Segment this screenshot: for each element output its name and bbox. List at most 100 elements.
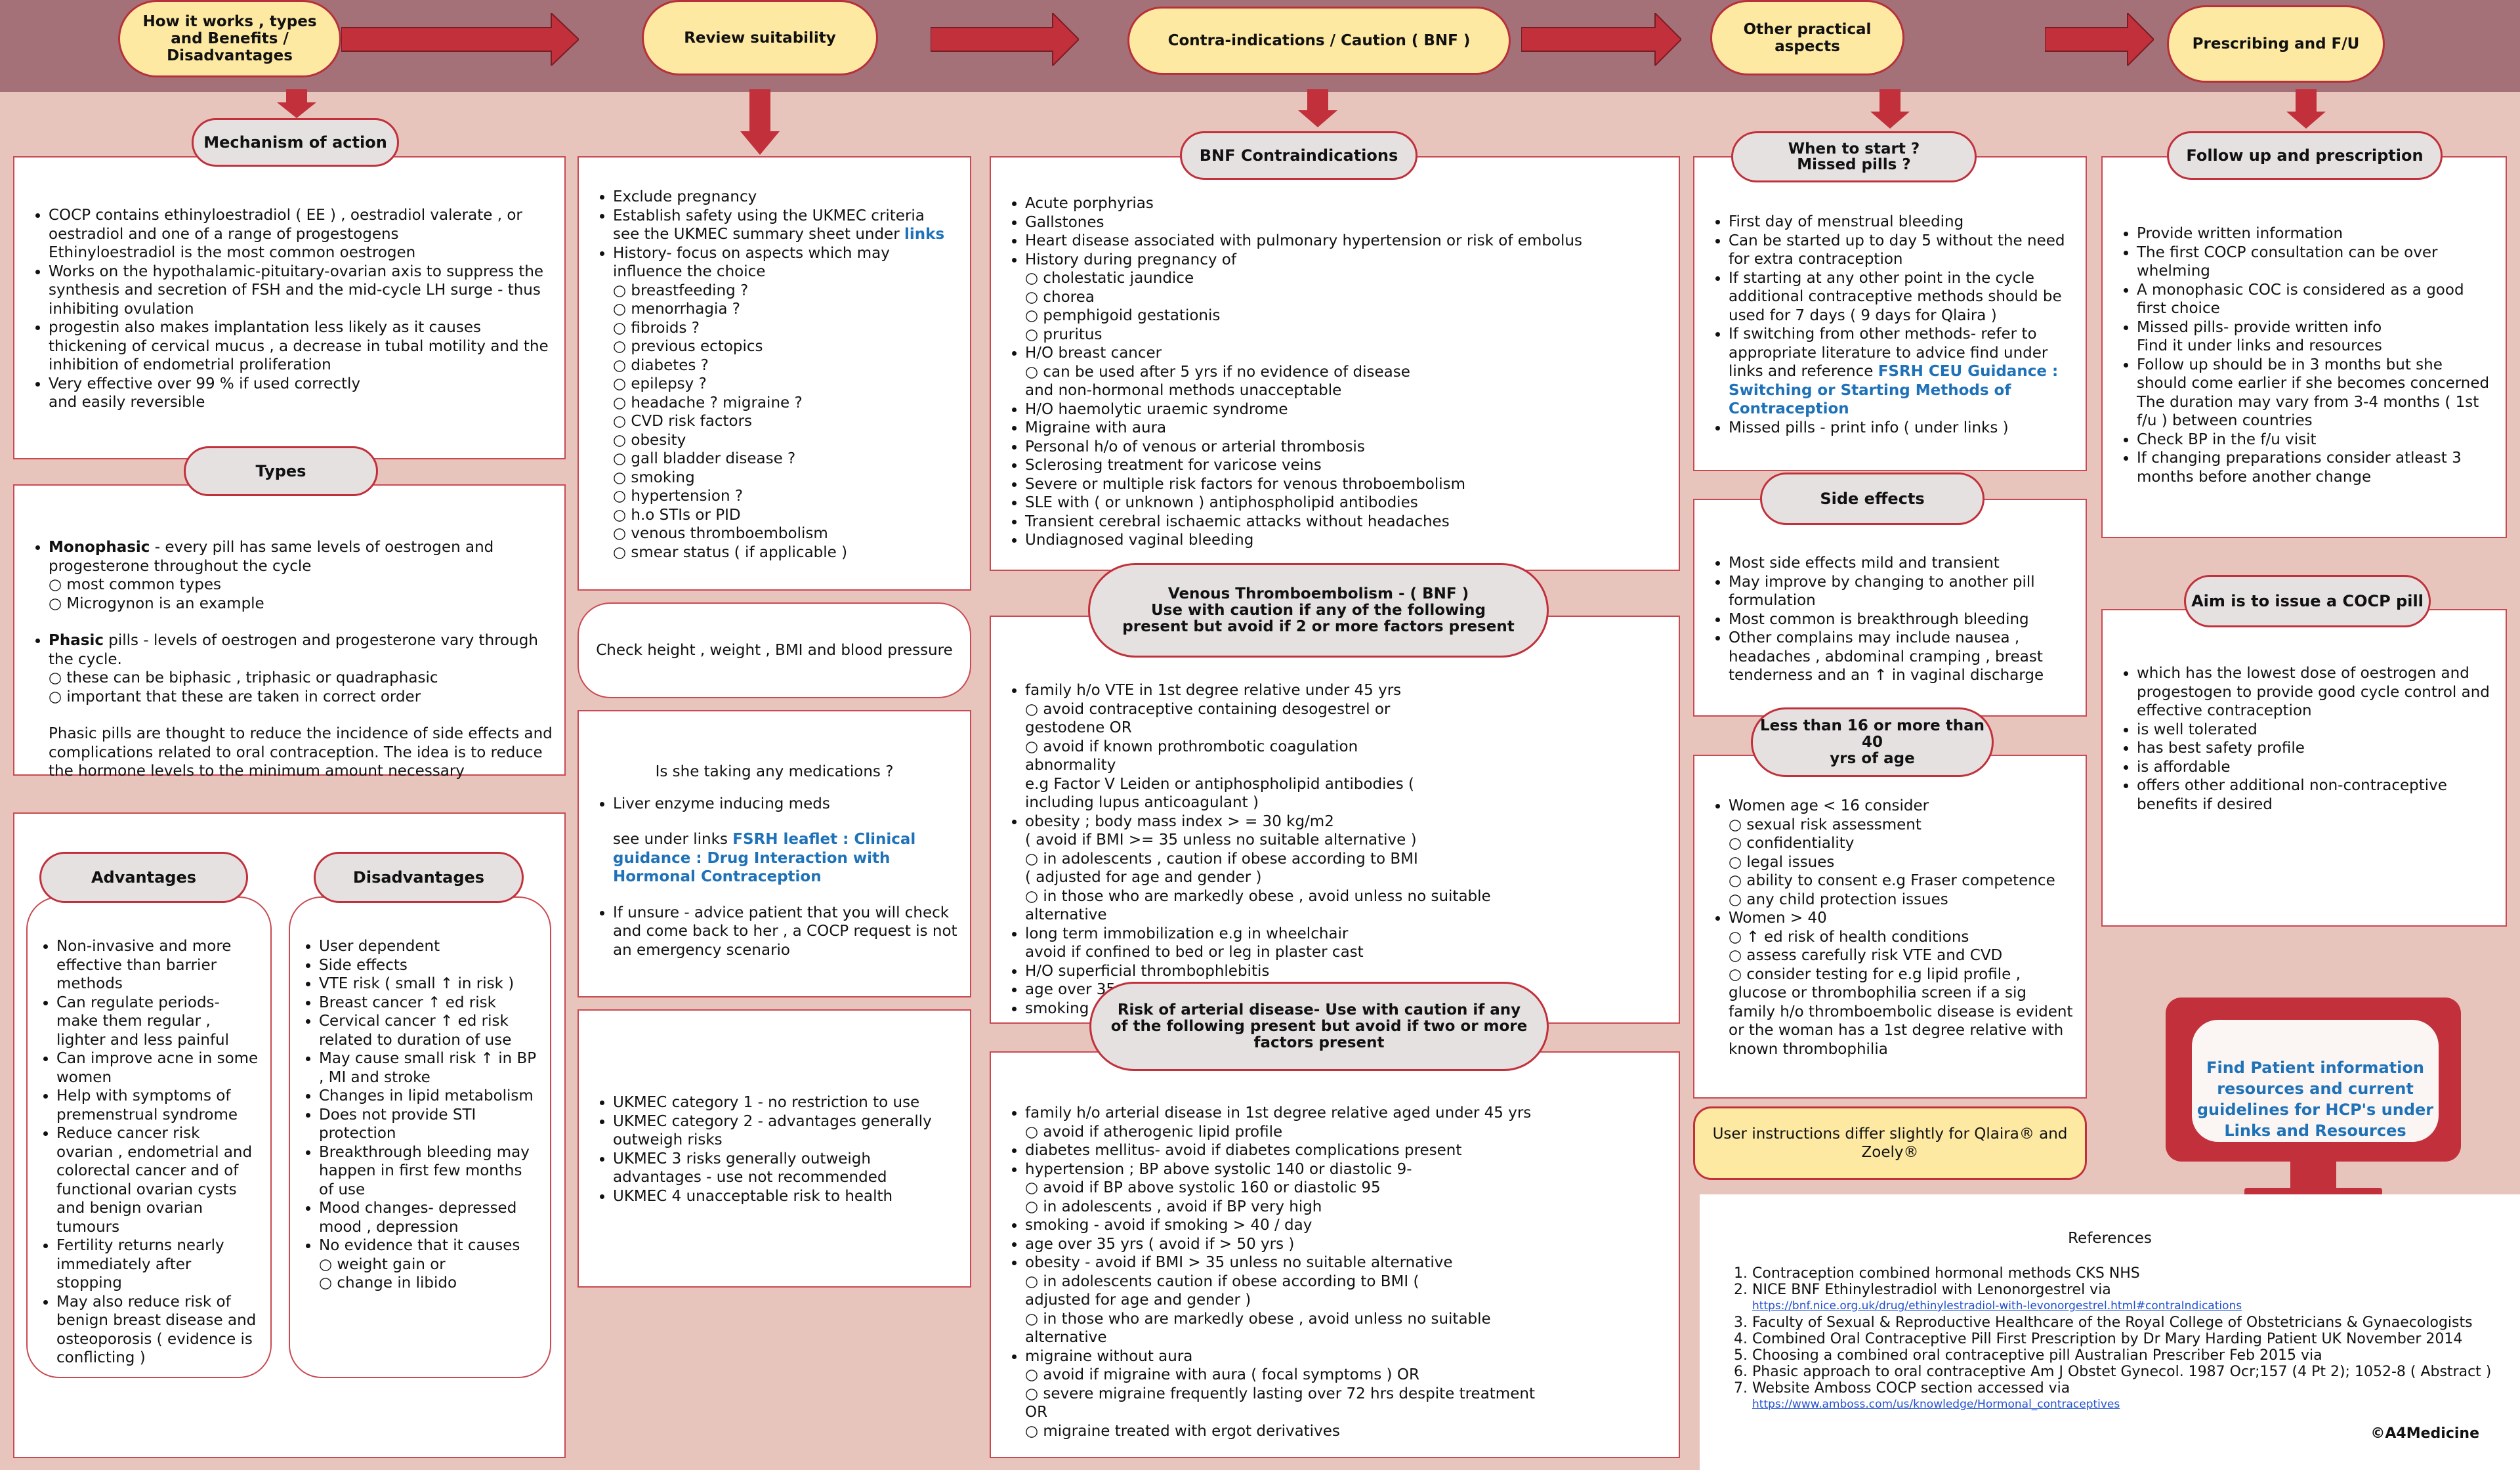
list-item: SLE with ( or unknown ) antiphospholipid… bbox=[1025, 494, 1667, 513]
list-item: Fertility returns nearly immediately aft… bbox=[56, 1236, 261, 1293]
list-item: Most common is breakthrough bleeding bbox=[1729, 610, 2074, 629]
list-item: If unsure - advice patient that you will… bbox=[613, 904, 958, 960]
phasic-text: pills - levels of oestrogen and progeste… bbox=[49, 632, 538, 668]
suitability-list: Exclude pregnancy Establish safety using… bbox=[591, 188, 958, 562]
medications-question: Is she taking any medications ? bbox=[655, 763, 894, 780]
list-item: smear status ( if applicable ) bbox=[613, 543, 958, 562]
list-item: Migraine with aura bbox=[1025, 419, 1667, 438]
vte-list: family h/o VTE in 1st degree relative un… bbox=[1003, 681, 1491, 1018]
list-item: Women > 40 ↑ ed risk of health condition… bbox=[1729, 909, 2074, 1059]
list-item: chorea bbox=[1025, 288, 1667, 307]
amboss-url-link[interactable]: https://www.amboss.com/us/knowledge/Horm… bbox=[1752, 1398, 2120, 1411]
vte-obesity-text: obesity ; body mass index > = 30 kg/m2 (… bbox=[1025, 812, 1417, 849]
list-item: H/O breast cancer can be used after 5 yr… bbox=[1025, 344, 1667, 400]
vte-title: Venous Thromboembolism - ( BNF ) Use wit… bbox=[1088, 563, 1549, 658]
list-item: Transient cerebral ischaemic attacks wit… bbox=[1025, 513, 1667, 532]
list-item: avoid if BP above systolic 160 or diasto… bbox=[1025, 1179, 1550, 1198]
when-box: First day of menstrual bleeding Can be s… bbox=[1693, 156, 2087, 471]
list-item: cholestatic jaundice bbox=[1025, 269, 1667, 288]
list-item: UKMEC category 2 - advantages generally … bbox=[613, 1112, 958, 1150]
list-item: Website Amboss COCP section accessed via… bbox=[1752, 1380, 2520, 1413]
list-item: Missed pills- provide written info Find … bbox=[2137, 318, 2494, 356]
bnf-url-link[interactable]: https://bnf.nice.org.uk/drug/ethinylestr… bbox=[1752, 1299, 2242, 1312]
unsure-list: If unsure - advice patient that you will… bbox=[591, 904, 958, 960]
list-item: CVD risk factors bbox=[613, 412, 958, 431]
mechanism-list: COCP contains ethinyloestradiol ( EE ) ,… bbox=[26, 206, 553, 412]
step-review-suitability[interactable]: Review suitability bbox=[642, 0, 878, 75]
migraine-text: migraine without aura bbox=[1025, 1347, 1193, 1365]
list-item: Can regulate periods- make them regular … bbox=[56, 994, 261, 1050]
list-item: Women age < 16 consider sexual risk asse… bbox=[1729, 797, 2074, 909]
list-item: H/O haemolytic uraemic syndrome bbox=[1025, 400, 1667, 419]
list-item: Monophasic - every pill has same levels … bbox=[49, 538, 553, 613]
list-item: Phasic approach to oral contraceptive Am… bbox=[1752, 1364, 2520, 1380]
list-item: ability to consent e.g Fraser competence bbox=[1729, 872, 2074, 891]
list-item: Combined Oral Contraceptive Pill First P… bbox=[1752, 1331, 2520, 1347]
mechanism-title: Mechanism of action bbox=[192, 118, 399, 167]
list-item: Changes in lipid metabolism bbox=[319, 1087, 541, 1106]
side-effects-box: Most side effects mild and transient May… bbox=[1693, 499, 2087, 717]
list-item: sexual risk assessment bbox=[1729, 816, 2074, 835]
links-link[interactable]: links bbox=[904, 226, 945, 243]
list-item: If switching from other methods- refer t… bbox=[1729, 325, 2074, 419]
history-pregnancy-text: History during pregnancy of bbox=[1025, 251, 1236, 268]
list-item: diabetes ? bbox=[613, 356, 958, 375]
list-item: Most side effects mild and transient bbox=[1729, 554, 2074, 573]
step-contra-indications[interactable]: Contra-indications / Caution ( BNF ) bbox=[1127, 7, 1511, 75]
list-item: in those who are markedly obese , avoid … bbox=[1025, 1310, 1576, 1347]
aim-title: Aim is to issue a COCP pill bbox=[2184, 575, 2431, 627]
history-text: History- focus on aspects which may infl… bbox=[613, 244, 890, 281]
fsrh-leaflet-link[interactable]: FSRH leaflet : Clinical guidance : Drug … bbox=[613, 831, 916, 885]
list-item: History during pregnancy of cholestatic … bbox=[1025, 251, 1667, 345]
list-item: smoking bbox=[1025, 999, 1419, 1018]
list-item: previous ectopics bbox=[613, 337, 958, 356]
arrow-down-icon bbox=[2286, 89, 2326, 129]
fsrh-switching-link[interactable]: FSRH CEU Guidance : Switching or Startin… bbox=[1729, 363, 2059, 417]
step-how-it-works[interactable]: How it works , types and Benefits / Disa… bbox=[118, 0, 341, 77]
list-item: has best safety profile bbox=[2137, 739, 2494, 758]
list-item: Liver enzyme inducing meds bbox=[613, 795, 958, 814]
age-title: Less than 16 or more than 40 yrs of age bbox=[1751, 707, 1994, 777]
medications-box: Is she taking any medications ? Liver en… bbox=[578, 710, 971, 998]
list-item: May cause small risk ↑ in BP , MI and st… bbox=[319, 1049, 541, 1087]
list-item: ↑ ed risk of health conditions bbox=[1729, 928, 2074, 947]
list-item: Check BP in the f/u visit bbox=[2137, 430, 2494, 450]
advantages-list: Non-invasive and more effective than bar… bbox=[37, 937, 261, 1368]
hypertension-text: hypertension ; BP above systolic 140 or … bbox=[1025, 1160, 1412, 1178]
list-item: assess carefully risk VTE and CVD bbox=[1729, 946, 2074, 965]
step-other-practical[interactable]: Other practical aspects bbox=[1710, 0, 1904, 75]
medications-list: Liver enzyme inducing meds bbox=[591, 795, 958, 814]
list-item: avoid if atherogenic lipid profile bbox=[1025, 1123, 1550, 1142]
list-item: Provide written information bbox=[2137, 224, 2494, 243]
ukmec-box: UKMEC category 1 - no restriction to use… bbox=[578, 1009, 971, 1288]
list-item: May improve by changing to another pill … bbox=[1729, 573, 2074, 610]
ukmec-list: UKMEC category 1 - no restriction to use… bbox=[591, 1093, 958, 1206]
aim-box: which has the lowest dose of oestrogen a… bbox=[2101, 609, 2507, 927]
list-item: May also reduce risk of benign breast di… bbox=[56, 1293, 261, 1368]
list-item: Contraception combined hormonal methods … bbox=[1752, 1265, 2520, 1282]
step-prescribing[interactable]: Prescribing and F/U bbox=[2167, 5, 2385, 83]
list-item: in those who are markedly obese , avoid … bbox=[1025, 887, 1550, 925]
list-item: Acute porphyrias bbox=[1025, 194, 1667, 213]
breast-cancer-text: H/O breast cancer bbox=[1025, 345, 1162, 362]
list-item: hypertension ; BP above systolic 140 or … bbox=[1025, 1160, 1550, 1217]
list-item: smoking bbox=[613, 469, 958, 488]
list-item: If starting at any other point in the cy… bbox=[1729, 269, 2074, 326]
list-item: H/O superficial thrombophlebitis bbox=[1025, 962, 1419, 981]
list-item: age over 35 yrs ( avoid if > 50 yrs ) bbox=[1025, 1235, 1550, 1254]
list-item: Follow up should be in 3 months but she … bbox=[2137, 356, 2494, 430]
no-evidence-text: No evidence that it causes bbox=[319, 1237, 520, 1254]
arrow-down-icon bbox=[740, 89, 780, 155]
list-item: which has the lowest dose of oestrogen a… bbox=[2137, 664, 2494, 721]
list-item: can be used after 5 yrs if no evidence o… bbox=[1025, 363, 1419, 400]
list-item: If changing preparations consider atleas… bbox=[2137, 449, 2494, 486]
list-item: Does not provide STI protection bbox=[319, 1106, 541, 1143]
arterial-box: family h/o arterial disease in 1st degre… bbox=[990, 1051, 1680, 1458]
list-item: UKMEC category 1 - no restriction to use bbox=[613, 1093, 958, 1112]
monitor-text[interactable]: Find Patient information resources and c… bbox=[2196, 1059, 2434, 1140]
list-item: severe migraine frequently lasting over … bbox=[1025, 1385, 1550, 1422]
list-item: in adolescents , avoid if BP very high bbox=[1025, 1198, 1550, 1217]
list-item: epilepsy ? bbox=[613, 375, 958, 394]
under16-text: Women age < 16 consider bbox=[1729, 797, 1929, 814]
side-effects-title: Side effects bbox=[1760, 472, 1984, 525]
